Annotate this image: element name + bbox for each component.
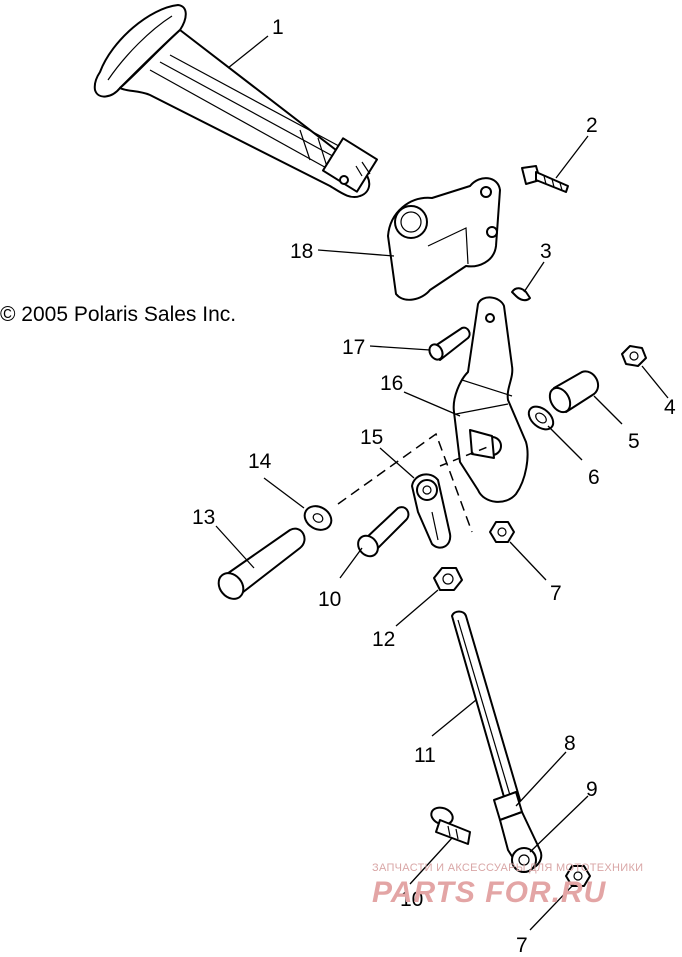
callout-14: 14 [248,450,272,473]
part-13-pin [217,527,306,600]
part-7-nut-upper [489,521,515,543]
assembly-dashed-lines [337,432,491,533]
part-10-bolt-upper [357,506,410,558]
part-15-rod-end [411,473,452,549]
part-2-bolt [521,165,569,193]
part-5-bushing [548,370,600,414]
part-11-rod [451,610,521,805]
callout-7-lower: 7 [516,934,528,957]
part-3-clip [511,287,531,302]
part-12-nut [433,567,463,591]
part-9-rod-end-lower [499,811,543,873]
part-18-bracket [387,177,501,301]
part-17-clevis-pin [428,326,471,361]
callout-5: 5 [628,430,640,453]
part-14-washer [303,505,333,531]
callout-numbers: 1 2 3 4 5 6 7 8 9 10 11 12 13 14 15 16 1… [192,16,676,957]
callout-7: 7 [550,582,562,605]
callout-10: 10 [318,588,341,611]
leader-lines [215,35,669,931]
callout-3: 3 [540,240,552,263]
part-10-bolt-lower [430,806,471,845]
part-6-washer [527,405,555,431]
callout-2: 2 [586,114,598,137]
callout-1: 1 [272,16,284,39]
callout-11: 11 [414,744,436,767]
callout-12: 12 [372,628,395,651]
part-1-shift-lever [93,4,379,198]
part-16-pivot-plate [452,296,529,503]
callout-13: 13 [192,506,215,529]
callout-4: 4 [664,396,676,419]
watermark-logo: PARTS FOR.RU [372,876,607,909]
callout-18: 18 [290,240,313,263]
part-4-nut [621,345,647,367]
callout-6: 6 [588,466,600,489]
callout-17: 17 [342,336,365,359]
callout-16: 16 [380,372,403,395]
callout-10-lower: 10 [400,888,423,911]
callout-8: 8 [564,732,576,755]
callout-15: 15 [360,426,383,449]
watermark-tagline: ЗАПЧАСТИ И АКСЕССУАРЫ ДЛЯ МОТОТЕХНИКИ [372,862,644,874]
callout-9: 9 [586,778,598,801]
copyright-notice: © 2005 Polaris Sales Inc. [0,303,237,326]
